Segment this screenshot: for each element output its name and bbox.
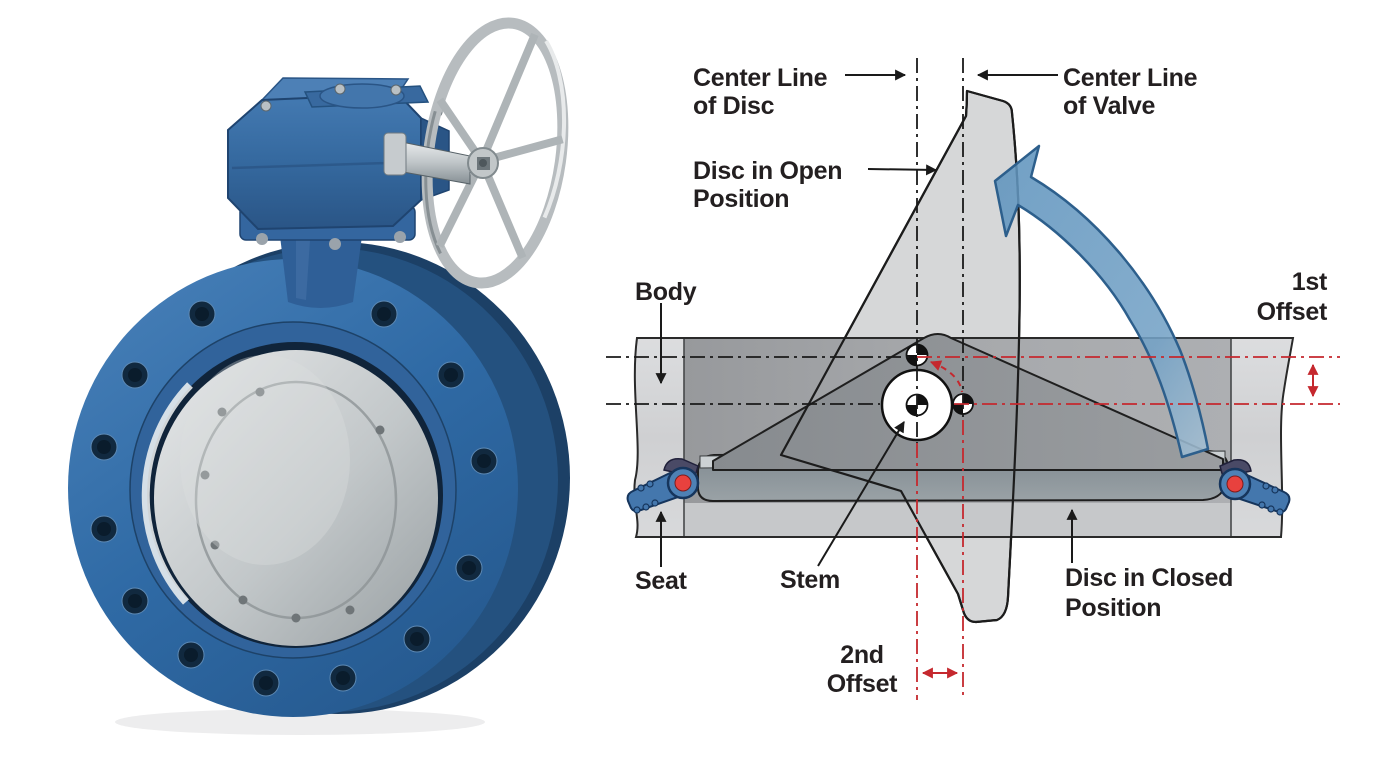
svg-text:Position: Position xyxy=(1065,594,1161,622)
label-center-line-disc: Center Line xyxy=(693,64,828,92)
svg-text:Offset: Offset xyxy=(1257,298,1328,326)
disc-bolts xyxy=(200,387,385,623)
flange-bolt-holes xyxy=(90,300,498,697)
diagram-labels: Center Line of Disc Center Line of Valve… xyxy=(635,64,1328,698)
bore-lower-wall xyxy=(684,503,1231,537)
svg-text:Position: Position xyxy=(693,185,789,213)
stainless-disc xyxy=(141,350,438,646)
disc-open-outline xyxy=(779,89,1021,624)
leader-arrows xyxy=(655,69,1078,567)
rotation-arrow-icon xyxy=(993,144,1210,459)
seat-left xyxy=(626,457,700,514)
label-stem: Stem xyxy=(780,566,840,594)
arrow-stem xyxy=(817,421,905,567)
seat-right xyxy=(1218,458,1291,516)
gearbox xyxy=(227,77,450,308)
label-body: Body xyxy=(635,278,697,306)
input-shaft xyxy=(383,132,471,185)
svg-text:Offset: Offset xyxy=(827,670,898,698)
seat-dot-left xyxy=(674,474,692,492)
double-offset-diagram: Center Line of Disc Center Line of Valve… xyxy=(606,58,1340,700)
butterfly-valve-photo xyxy=(68,17,570,735)
label-disc-closed: Disc in Closed xyxy=(1065,564,1233,592)
label-first-offset: 1st xyxy=(1292,268,1328,296)
handwheel-hub xyxy=(467,147,499,179)
label-disc-open: Disc in Open xyxy=(693,157,842,185)
svg-text:of Disc: of Disc xyxy=(693,92,775,120)
svg-text:of Valve: of Valve xyxy=(1063,92,1155,120)
label-center-line-valve: Center Line xyxy=(1063,64,1198,92)
photo-shadow xyxy=(115,709,485,735)
valve-neck xyxy=(280,236,362,308)
label-second-offset: 2nd xyxy=(840,641,884,669)
seat-dot-right xyxy=(1226,475,1244,493)
offset-rotation-arc xyxy=(929,360,963,393)
centerlines-black xyxy=(606,58,964,443)
measure-lines-red xyxy=(916,356,1340,700)
label-seat: Seat xyxy=(635,567,688,595)
arrow-disc-open xyxy=(867,164,938,176)
